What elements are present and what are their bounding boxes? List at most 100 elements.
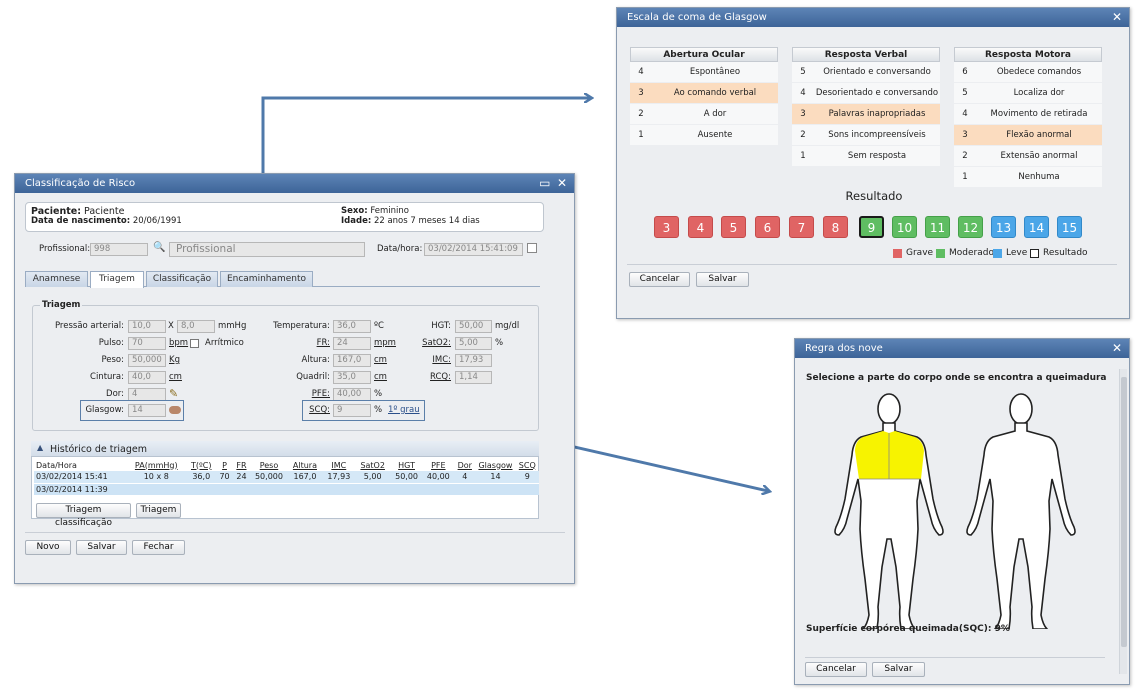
- score-4-button[interactable]: 4: [688, 216, 713, 238]
- score-12-button[interactable]: 12: [958, 216, 983, 238]
- score-6-button[interactable]: 6: [755, 216, 780, 238]
- peso-input[interactable]: 50,000: [128, 354, 166, 367]
- pa-sys-input[interactable]: 10,0: [128, 320, 166, 333]
- quadril-input[interactable]: 35,0: [333, 371, 371, 384]
- score-7-button[interactable]: 7: [789, 216, 814, 238]
- col-pa: PA(mmHg): [134, 460, 178, 470]
- col-header: Resposta Verbal: [792, 47, 940, 62]
- sexo-label: Sexo:: [341, 206, 368, 216]
- item-label: Espontâneo: [689, 67, 741, 77]
- score-5-button[interactable]: 5: [721, 216, 746, 238]
- salvar-button[interactable]: Salvar: [696, 272, 749, 287]
- list-item-selected[interactable]: 3 Palavras inapropriadas: [792, 104, 940, 125]
- fechar-button[interactable]: Fechar: [132, 540, 185, 555]
- imc-input[interactable]: 17,93: [455, 354, 492, 367]
- arritmico-checkbox[interactable]: [190, 339, 199, 348]
- tab-anamnese[interactable]: Anamnese: [25, 271, 88, 287]
- col-p: P: [222, 460, 227, 470]
- score-15-button[interactable]: 15: [1057, 216, 1082, 238]
- altura-input[interactable]: 167,0: [333, 354, 371, 367]
- calendar-icon[interactable]: [527, 243, 537, 253]
- risk-titlebar: Classificação de Risco ▭ ✕: [15, 174, 574, 193]
- score-10-button[interactable]: 10: [892, 216, 917, 238]
- glasgow-open-icon[interactable]: [169, 406, 181, 414]
- item-label: Orientado e conversando: [823, 67, 931, 77]
- salvar-button[interactable]: Salvar: [872, 662, 925, 677]
- pa-dia-input[interactable]: 8,0: [177, 320, 215, 333]
- glasgow-footer-divider: [627, 264, 1117, 265]
- tab-classificacao[interactable]: Classificação: [146, 271, 218, 287]
- scrollbar-thumb[interactable]: [1121, 377, 1127, 647]
- regra-titlebar: Regra dos nove ✕: [795, 339, 1129, 358]
- score-9-button-current[interactable]: 9: [859, 216, 884, 238]
- col-altura: Altura: [292, 460, 317, 470]
- score-3-button[interactable]: 3: [654, 216, 679, 238]
- profissional-name-input[interactable]: Profissional: [169, 242, 365, 257]
- item-label: Palavras inapropriadas: [828, 109, 926, 119]
- legend-label: Grave: [906, 248, 934, 258]
- score-13-button[interactable]: 13: [991, 216, 1016, 238]
- pencil-icon[interactable]: ✎: [169, 387, 179, 400]
- score-14-button[interactable]: 14: [1024, 216, 1049, 238]
- glasgow-highlight-box: [80, 400, 184, 421]
- cancelar-button[interactable]: Cancelar: [805, 662, 867, 677]
- maximize-icon[interactable]: ▭: [539, 176, 551, 190]
- table-cell: 03/02/2014 11:39: [34, 482, 128, 495]
- score-8-button[interactable]: 8: [823, 216, 848, 238]
- legend-swatch: [936, 248, 945, 258]
- table-cell: 50,000: [250, 471, 287, 483]
- sato2-input[interactable]: 5,00: [455, 337, 492, 350]
- table-cell: 50,00: [390, 471, 423, 483]
- tab-encaminhamento[interactable]: Encaminhamento: [220, 271, 313, 287]
- front-body: [834, 393, 944, 629]
- regra-title: Regra dos nove: [805, 343, 883, 354]
- body-diagram[interactable]: [825, 389, 1085, 629]
- temp-input[interactable]: 36,0: [333, 320, 371, 333]
- table-row[interactable]: 03/02/2014 15:41 10 x 8 36,0 70 24 50,00…: [34, 471, 539, 483]
- profissional-code-input[interactable]: 998: [90, 243, 148, 256]
- glasgow-input[interactable]: 14: [128, 404, 166, 417]
- fr-input[interactable]: 24: [333, 337, 371, 350]
- close-icon[interactable]: ✕: [556, 176, 568, 190]
- hgt-input[interactable]: 50,00: [455, 320, 492, 333]
- scq-grade-link[interactable]: 1º grau: [388, 405, 420, 415]
- cancelar-button[interactable]: Cancelar: [629, 272, 690, 287]
- triagem-button[interactable]: Triagem: [136, 503, 181, 518]
- close-icon[interactable]: ✕: [1111, 341, 1123, 355]
- pulso-input[interactable]: 70: [128, 337, 166, 350]
- score-11-button[interactable]: 11: [925, 216, 950, 238]
- datahora-input[interactable]: 03/02/2014 15:41:09: [424, 243, 523, 256]
- rcq-input[interactable]: 1,14: [455, 371, 492, 384]
- pa-x-label: X: [168, 321, 174, 331]
- novo-button[interactable]: Novo: [25, 540, 71, 555]
- item-score: 2: [638, 109, 644, 119]
- history-header[interactable]: [31, 441, 539, 457]
- triagem-classificacao-button[interactable]: Triagem classificação: [36, 503, 131, 528]
- item-score: 3: [800, 109, 806, 119]
- tab-triagem[interactable]: Triagem: [90, 271, 144, 288]
- cintura-input[interactable]: 40,0: [128, 371, 166, 384]
- collapse-icon[interactable]: ▲: [37, 443, 44, 452]
- search-icon[interactable]: 🔍: [153, 242, 166, 253]
- close-icon[interactable]: ✕: [1111, 10, 1123, 24]
- salvar-button[interactable]: Salvar: [76, 540, 127, 555]
- item-score: 2: [962, 151, 968, 161]
- table-row[interactable]: 03/02/2014 11:39: [34, 482, 539, 495]
- scrollbar[interactable]: [1119, 369, 1127, 674]
- legend-swatch: [1030, 248, 1039, 258]
- scq-input[interactable]: 9: [333, 404, 371, 417]
